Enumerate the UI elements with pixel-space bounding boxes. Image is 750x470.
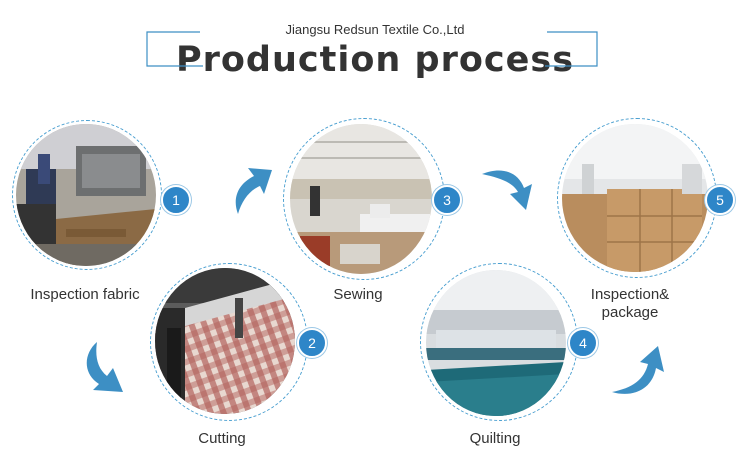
step-1-badge: 1 [161, 185, 191, 215]
curved-arrow-icon [612, 346, 664, 394]
curved-arrow-icon [482, 170, 532, 210]
title-bracket-left [146, 31, 203, 67]
company-name: Jiangsu Redsun Textile Co.,Ltd [285, 22, 465, 37]
curved-arrow-icon [235, 168, 272, 214]
title-bracket-right [545, 31, 598, 67]
step-4-label: Quilting [469, 430, 521, 447]
step-4-photo [426, 270, 566, 416]
step-3-label: Sewing [333, 286, 383, 303]
step-5-label: Inspection& package [590, 286, 670, 321]
step-2-badge: 2 [297, 328, 327, 358]
step-1-photo [16, 124, 156, 266]
curved-arrow-icon [86, 342, 123, 392]
step-2-photo [155, 268, 295, 414]
step-1-label: Inspection fabric [30, 286, 140, 303]
step-4-badge: 4 [568, 328, 598, 358]
step-3-photo [290, 124, 432, 274]
page-title: Production process [175, 40, 575, 80]
step-5-badge: 5 [705, 185, 735, 215]
step-5-photo [562, 124, 708, 272]
step-3-badge: 3 [432, 185, 462, 215]
step-2-label: Cutting [198, 430, 246, 447]
